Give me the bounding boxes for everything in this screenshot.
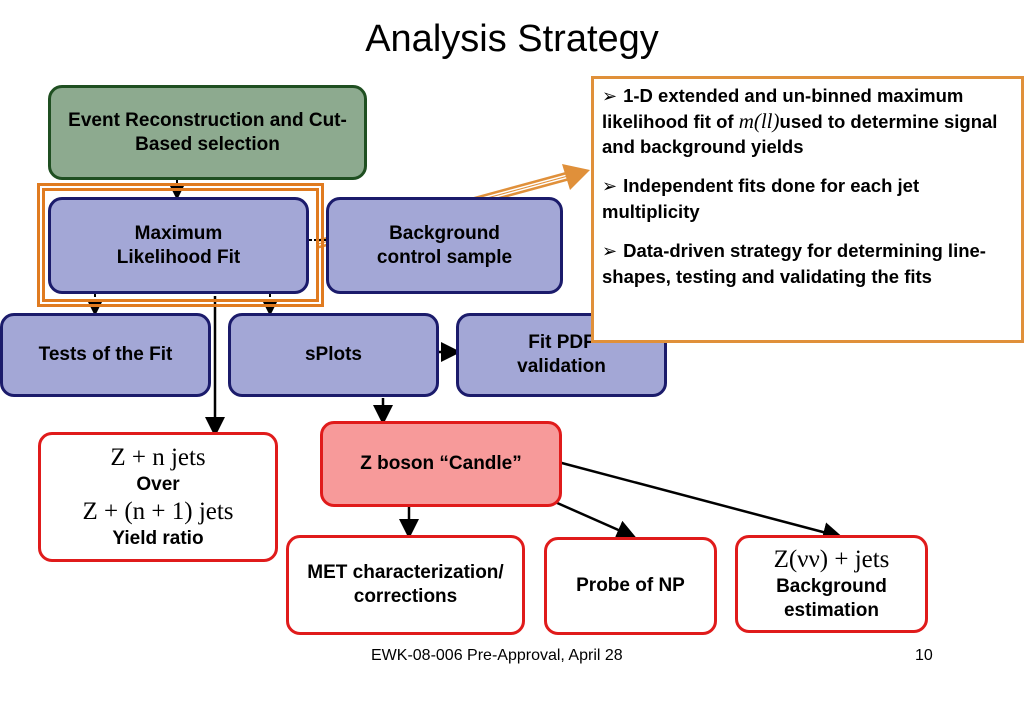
strategy-notes-callout: ➢1-D extended and un-binned maximum like… bbox=[591, 76, 1024, 343]
slide-title: Analysis Strategy bbox=[365, 18, 659, 60]
event-reconstruction-label: Event Reconstruction and Cut-Based selec… bbox=[68, 109, 347, 155]
item1-text: 1-D extended and un-binned maximum likel… bbox=[602, 85, 964, 132]
fit-pdf-label: Fit PDF validation bbox=[517, 332, 606, 377]
mlf-highlight-frame bbox=[37, 183, 324, 307]
tests-label: Tests of the Fit bbox=[38, 344, 173, 365]
callout-item-2: ➢Independent fits done for each jet mult… bbox=[602, 173, 1013, 224]
probe-np-box: Probe of NP bbox=[544, 537, 717, 635]
mlf-label: Maximum Likelihood Fit bbox=[116, 222, 241, 268]
arrow-candle-to-bgest bbox=[557, 460, 843, 542]
probe-np-label: Probe of NP bbox=[576, 575, 685, 596]
splots-box: sPlots bbox=[228, 313, 439, 397]
z-candle-label: Z boson “Candle” bbox=[360, 453, 522, 474]
bullet-arrow-icon: ➢ bbox=[602, 176, 618, 196]
bg-control-label: Background control sample bbox=[376, 222, 513, 268]
background-estimation-box: Z(νν) + jets Background estimation bbox=[735, 535, 928, 633]
yield-ratio-label: Yield ratio bbox=[112, 528, 204, 549]
z-boson-candle-box: Z boson “Candle” bbox=[320, 421, 562, 507]
z-n-jets-math: Z + n jets bbox=[110, 444, 206, 471]
fit-pdf-validation-box: Fit PDF validation bbox=[456, 313, 667, 397]
over-label: Over bbox=[136, 474, 180, 495]
m-ll-math: m(ll) bbox=[738, 109, 780, 133]
z-n-plus-1-jets-math: Z + (n + 1) jets bbox=[82, 498, 234, 525]
bg-estimation-label: Background estimation bbox=[776, 576, 887, 621]
bullet-arrow-icon: ➢ bbox=[602, 86, 618, 106]
item1-post: used to determine signal and background … bbox=[602, 111, 998, 157]
bullet-arrow-icon: ➢ bbox=[602, 241, 618, 261]
background-control-box: Background control sample bbox=[326, 197, 563, 294]
met-label: MET characterization/ corrections bbox=[307, 562, 504, 607]
footer-title: EWK-08-006 Pre-Approval, April 28 bbox=[371, 647, 623, 664]
yield-ratio-box: Z + n jets Over Z + (n + 1) jets Yield r… bbox=[38, 432, 278, 562]
page-number: 10 bbox=[915, 647, 933, 664]
z-nunu-jets-math: Z(νν) + jets bbox=[773, 546, 890, 573]
callout-item-3: ➢Data-driven strategy for determining li… bbox=[602, 238, 1013, 289]
event-reconstruction-box: Event Reconstruction and Cut-Based selec… bbox=[48, 85, 367, 180]
item2-text: Independent fits done for each jet multi… bbox=[602, 175, 920, 222]
callout-item-1: ➢1-D extended and un-binned maximum like… bbox=[602, 83, 1013, 159]
tests-of-fit-box: Tests of the Fit bbox=[0, 313, 211, 397]
arrow-candle-to-probe bbox=[554, 500, 637, 540]
item3-text: Data-driven strategy for determining lin… bbox=[602, 240, 986, 287]
splots-label: sPlots bbox=[304, 344, 363, 365]
maximum-likelihood-fit-box: Maximum Likelihood Fit bbox=[48, 197, 309, 294]
met-characterization-box: MET characterization/ corrections bbox=[286, 535, 525, 635]
